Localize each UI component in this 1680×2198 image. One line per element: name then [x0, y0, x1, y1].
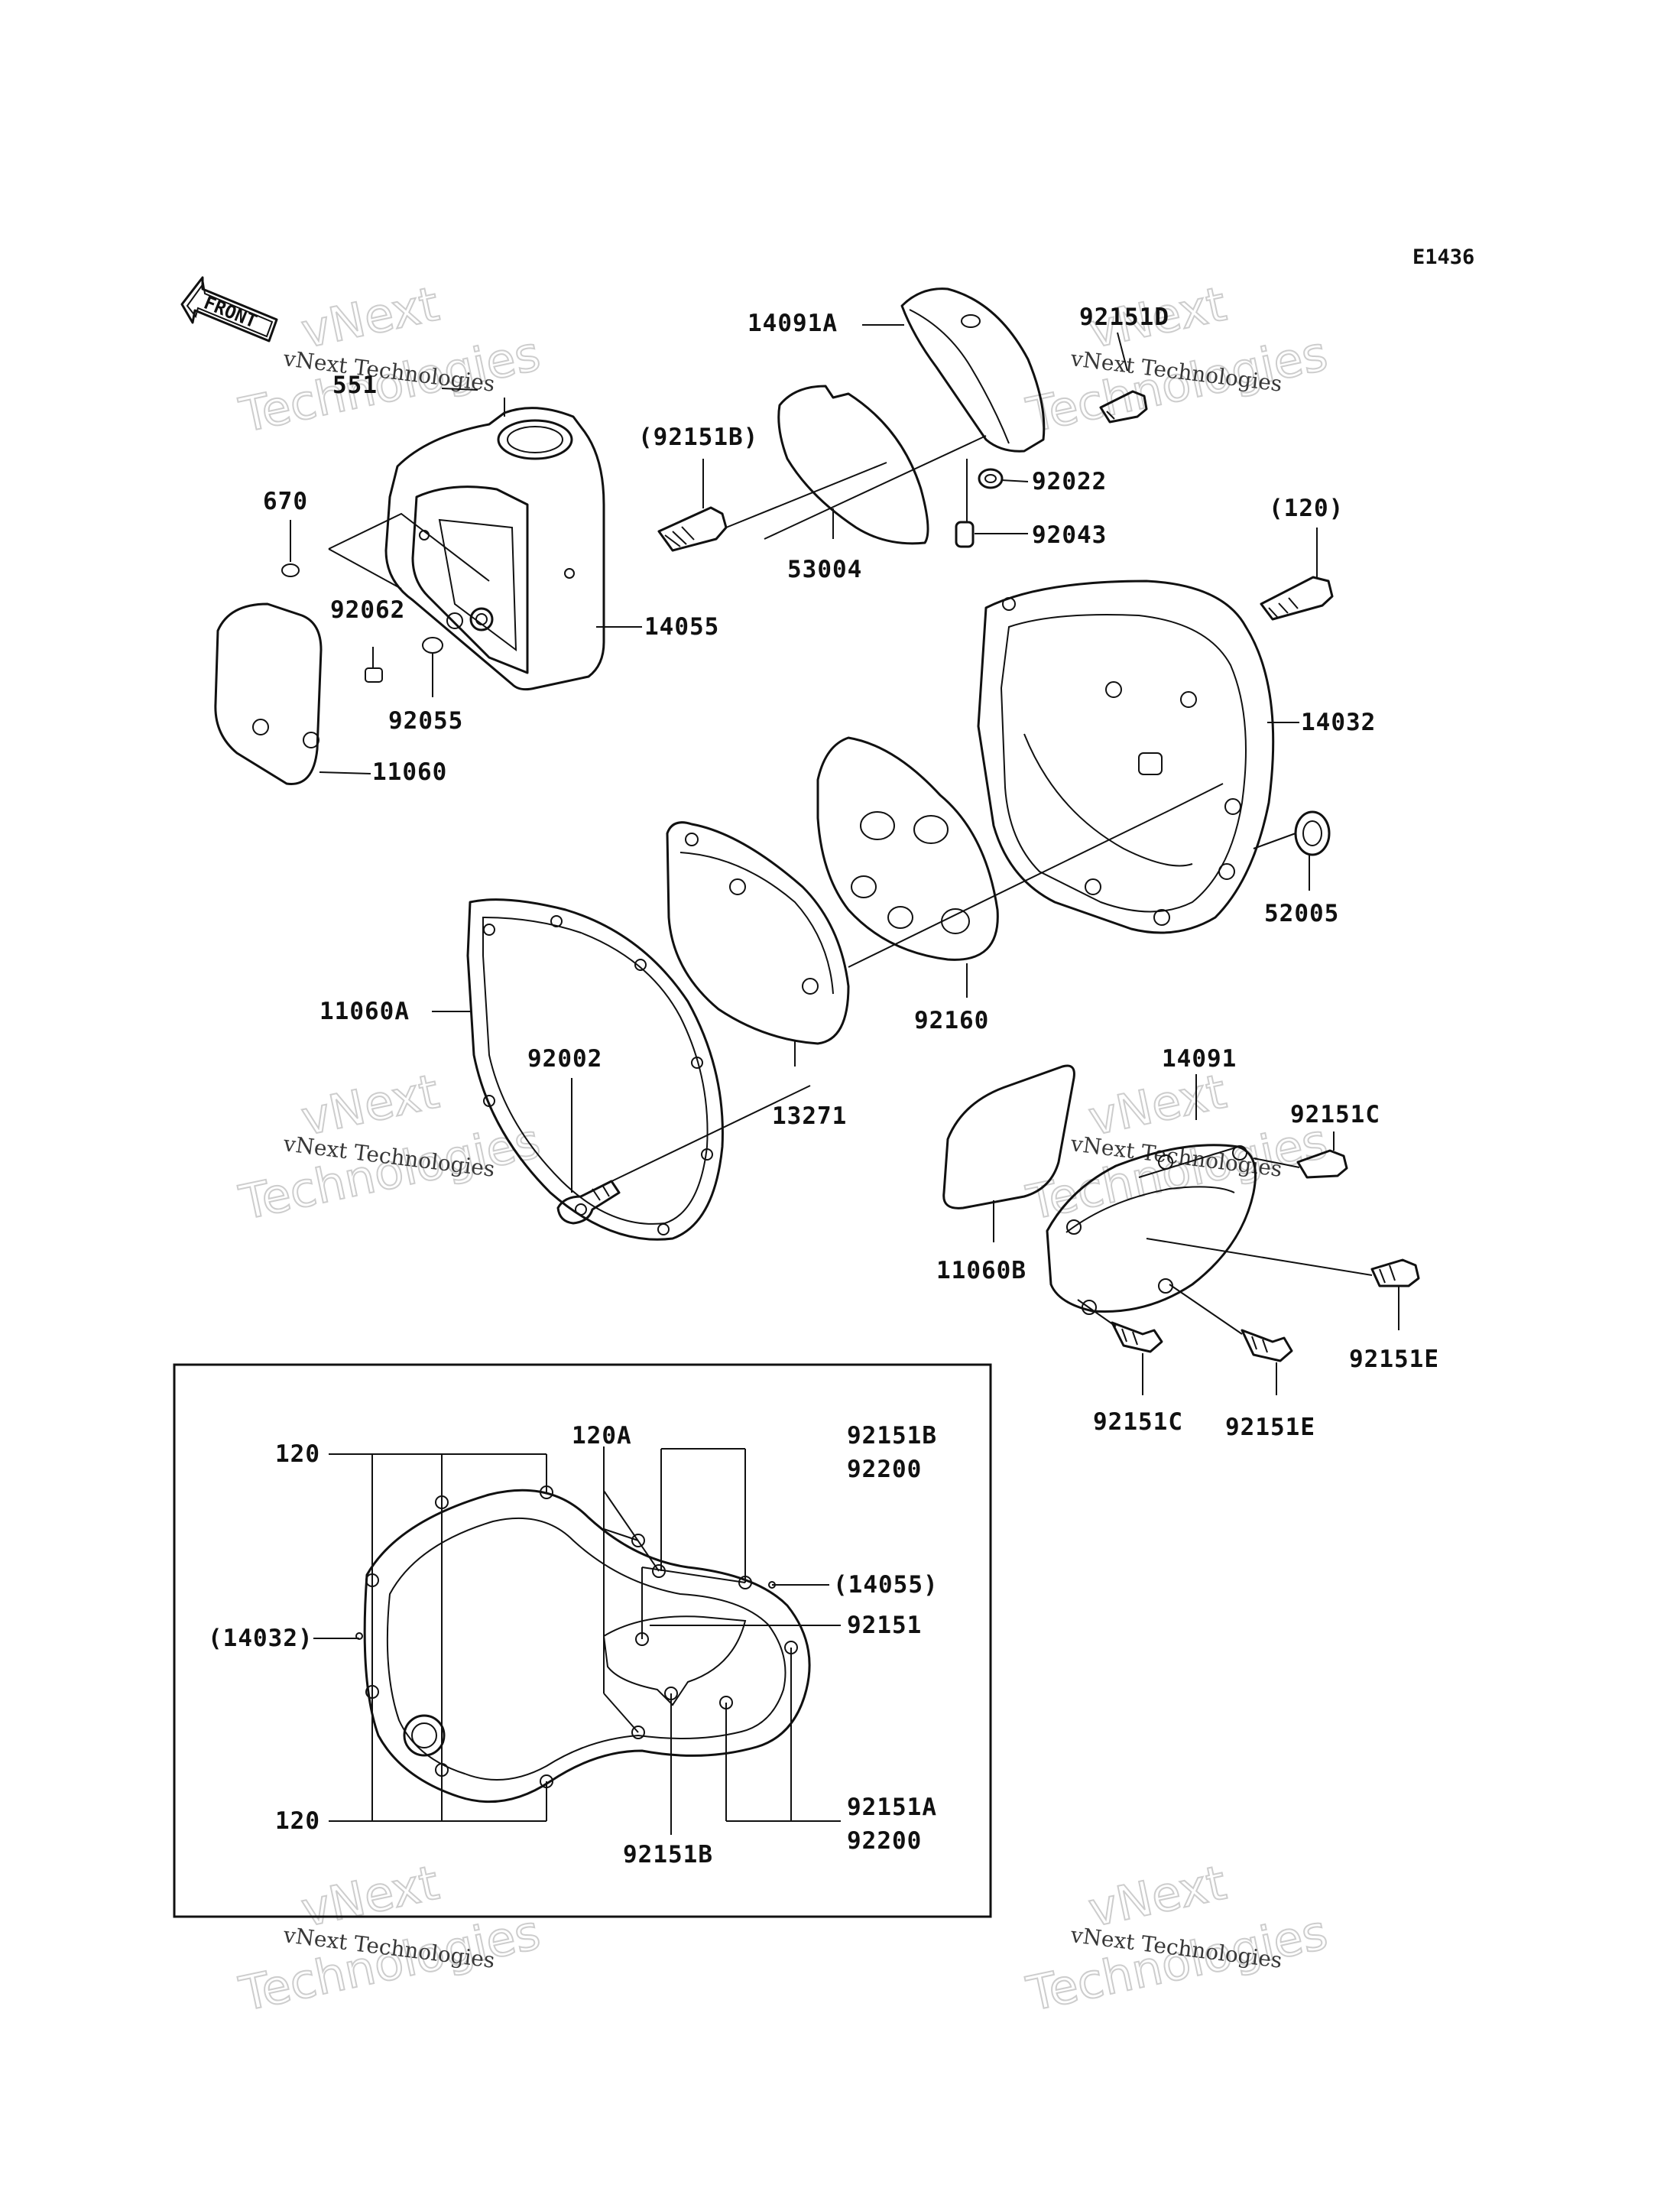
- inset-bolt-pattern: 120 120A 92151B 92200 (14055) (14032) 92…: [173, 1363, 992, 1918]
- watermark-mid-right: vNext Technologies vNext Technologies: [1021, 1063, 1333, 1232]
- svg-text:vNext: vNext: [1084, 1063, 1231, 1147]
- part-14091A-cover: [900, 287, 1046, 453]
- watermark-bottom-right: vNext Technologies vNext Technologies: [1021, 1854, 1333, 2023]
- label-670: 670: [263, 488, 308, 515]
- svg-text:vNext: vNext: [297, 276, 443, 359]
- part-92151C-bolt-upper: [1296, 1149, 1348, 1179]
- part-11060B-gasket: [942, 1064, 1075, 1209]
- inset-bolt-holes: [355, 1485, 798, 1788]
- watermark-top-right: vNext Technologies vNext Technologies: [1021, 275, 1333, 444]
- part-14055-case: [384, 407, 605, 691]
- part-92151C-bolt-lower: [1111, 1321, 1163, 1353]
- inset-label-14032-paren: (14032): [208, 1625, 313, 1652]
- label-92043: 92043: [1032, 521, 1107, 549]
- label-14091: 14091: [1162, 1045, 1237, 1073]
- diagram-code: E1436: [1412, 245, 1474, 269]
- part-92022-washer: [978, 468, 1004, 489]
- part-92151B-bolt: [657, 506, 728, 552]
- label-14055: 14055: [644, 613, 719, 641]
- label-92151C-lower: 92151C: [1093, 1408, 1183, 1436]
- label-551: 551: [332, 372, 378, 399]
- label-92151B-paren: (92151B): [638, 424, 758, 451]
- part-92151E-bolt-upper: [1370, 1258, 1420, 1287]
- inset-label-92151: 92151: [847, 1612, 922, 1639]
- label-92022: 92022: [1032, 468, 1107, 495]
- label-53004: 53004: [787, 556, 862, 583]
- label-11060B: 11060B: [936, 1257, 1026, 1284]
- label-92062: 92062: [330, 596, 405, 624]
- part-92002-bolt: [556, 1180, 621, 1225]
- part-11060-gasket: [214, 602, 323, 785]
- inset-label-120A: 120A: [572, 1422, 632, 1450]
- svg-text:Technologies: Technologies: [1022, 1112, 1332, 1230]
- front-arrow-icon: FRONT: [180, 276, 278, 343]
- inset-leader-lines: [313, 1446, 841, 1835]
- label-14091A: 14091A: [748, 310, 838, 337]
- label-92160: 92160: [914, 1007, 989, 1034]
- inset-label-92200-bottom: 92200: [847, 1827, 922, 1855]
- leader-lines: [290, 324, 1399, 1395]
- label-92002: 92002: [527, 1045, 602, 1073]
- part-92160-gasket: [816, 736, 999, 961]
- label-120-paren: (120): [1269, 495, 1344, 522]
- label-52005: 52005: [1264, 900, 1339, 927]
- svg-text:Technologies: Technologies: [235, 1904, 545, 2021]
- svg-text:Technologies: Technologies: [235, 325, 545, 443]
- inset-label-92151B-top: 92151B: [847, 1422, 937, 1450]
- inset-label-92151A: 92151A: [847, 1794, 937, 1821]
- inset-label-14055-paren: (14055): [833, 1571, 939, 1599]
- part-11060A-gasket: [466, 898, 724, 1241]
- label-11060A: 11060A: [319, 998, 410, 1025]
- svg-text:Technologies: Technologies: [235, 1112, 545, 1230]
- part-92062-dowel-pin: [365, 667, 383, 683]
- part-120-bolt: [1260, 576, 1334, 621]
- inset-label-120-top: 120: [275, 1440, 320, 1468]
- part-53004-gasket: [777, 385, 929, 545]
- inset-label-92200-top: 92200: [847, 1456, 922, 1483]
- label-14032: 14032: [1301, 709, 1376, 736]
- part-52005-oil-seal: [1294, 810, 1331, 856]
- part-14091-cover: [1046, 1144, 1257, 1315]
- watermark-mid-left: vNext Technologies vNext Technologies: [234, 1063, 546, 1232]
- part-92151D-screw: [1099, 390, 1148, 424]
- part-13271-plate: [666, 821, 850, 1045]
- label-92055: 92055: [388, 707, 463, 735]
- watermark-bottom-left: vNext Technologies vNext Technologies: [234, 1854, 546, 2023]
- part-670-oring: [281, 563, 300, 577]
- svg-text:Technologies: Technologies: [1022, 325, 1332, 443]
- label-92151D: 92151D: [1079, 304, 1169, 331]
- label-92151E-upper: 92151E: [1349, 1346, 1439, 1373]
- label-13271: 13271: [772, 1102, 847, 1130]
- part-92043-pin: [955, 521, 975, 548]
- svg-text:vNext: vNext: [297, 1855, 443, 1938]
- part-92055-oring: [422, 637, 443, 654]
- svg-text:vNext: vNext: [1084, 1855, 1231, 1938]
- svg-text:Technologies: Technologies: [1022, 1904, 1332, 2021]
- label-92151C-upper: 92151C: [1290, 1101, 1380, 1128]
- part-labels: 14091A 92151D 551 (92151B) 670 92022 920…: [263, 304, 1439, 1441]
- part-92151E-bolt-lower: [1241, 1329, 1293, 1362]
- inset-label-120-bottom: 120: [275, 1807, 320, 1835]
- label-92151E-lower: 92151E: [1225, 1414, 1315, 1441]
- svg-text:vNext: vNext: [297, 1063, 443, 1147]
- inset-label-92151B-bottom: 92151B: [623, 1841, 713, 1868]
- label-11060: 11060: [372, 758, 447, 786]
- part-14032-cover: [977, 580, 1275, 934]
